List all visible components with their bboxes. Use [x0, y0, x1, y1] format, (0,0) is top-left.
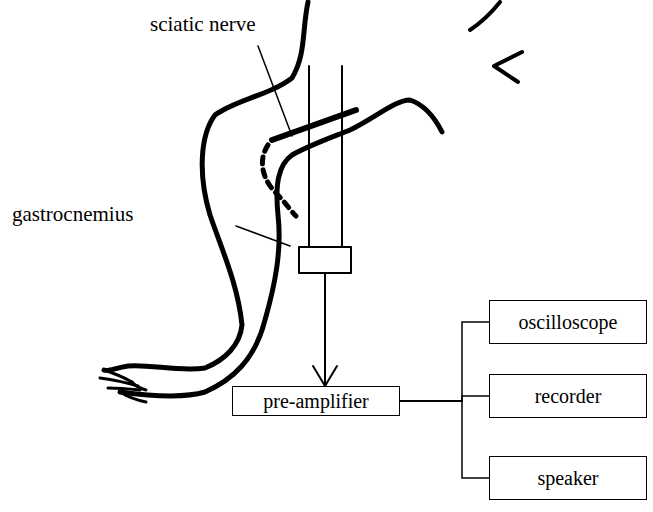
box-label: speaker: [531, 467, 604, 490]
signal-arrow: [324, 273, 326, 384]
body-outline: [494, 52, 522, 82]
box-label: recorder: [529, 385, 608, 408]
leader-line: [258, 46, 292, 136]
box-label: pre-amplifier: [257, 390, 375, 413]
part-label: sciatic nerve: [150, 12, 256, 37]
box-label: oscilloscope: [513, 311, 624, 334]
leg-outline: [120, 100, 442, 396]
leader-line: [236, 226, 290, 246]
output-device-box: speaker: [489, 456, 647, 500]
body-outline: [470, 2, 500, 30]
toe: [132, 382, 146, 390]
sciatic-nerve-hidden: [262, 145, 296, 216]
toe: [120, 392, 146, 402]
output-device-box: oscilloscope: [489, 300, 647, 344]
amplifier-box: pre-amplifier: [232, 386, 400, 416]
electrode: [308, 66, 310, 247]
signal-wire: [400, 401, 489, 478]
electrode-holder: [299, 247, 351, 273]
signal-arrowhead: [313, 366, 337, 386]
electrode: [341, 66, 343, 247]
toe: [108, 388, 140, 390]
part-label: gastrocnemius: [12, 202, 133, 227]
output-device-box: recorder: [489, 374, 647, 418]
signal-wire: [400, 322, 489, 401]
